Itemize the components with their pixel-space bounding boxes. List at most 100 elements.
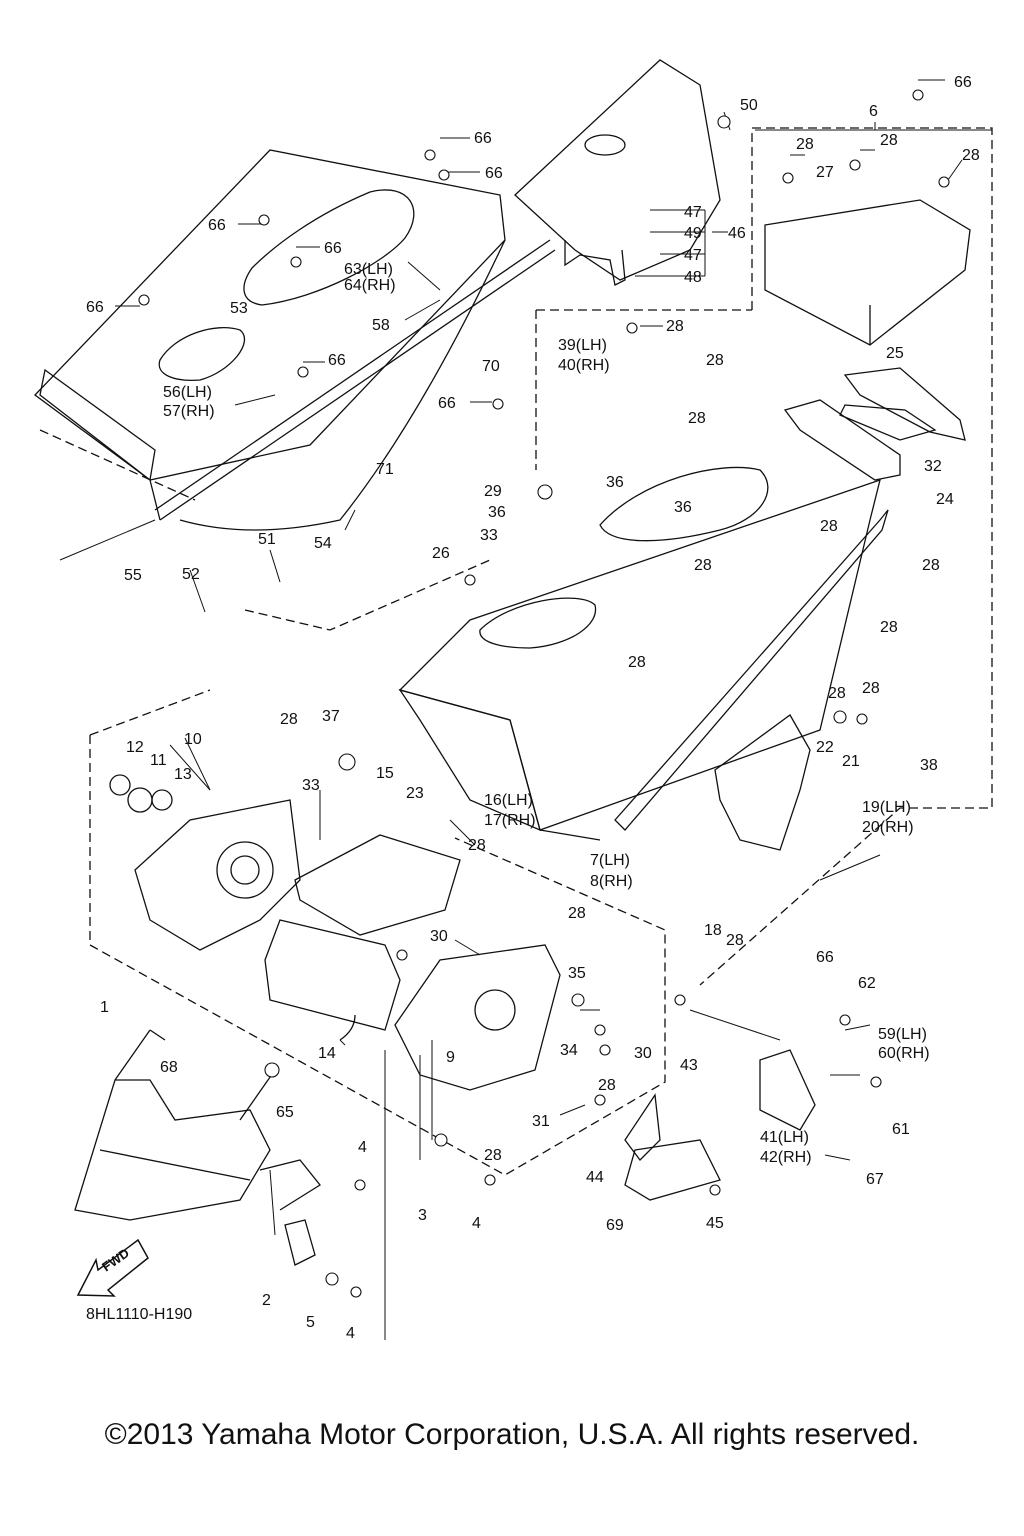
callout-label: 25 <box>886 345 904 362</box>
callout-label: 65 <box>276 1104 294 1121</box>
main-chassis <box>398 466 881 841</box>
callout-label: 10 <box>184 731 202 748</box>
callout-label: 28 <box>880 619 898 636</box>
callout-label: 66 <box>328 352 346 369</box>
callout-label: 63(LH) <box>344 261 393 278</box>
callout-label: 5 <box>306 1314 315 1331</box>
callout-label: 59(LH) <box>878 1026 927 1043</box>
leader-lines <box>59 79 992 1340</box>
callout-label: 48 <box>684 269 702 286</box>
callout-label: 28 <box>280 711 298 728</box>
callout-label: 52 <box>182 566 200 583</box>
callout-label: 45 <box>706 1215 724 1232</box>
side-guard-part <box>759 1049 816 1131</box>
callout-label: 28 <box>484 1147 502 1164</box>
front-side-plate <box>109 774 301 951</box>
callout-label: 30 <box>634 1045 652 1062</box>
callout-label: 33 <box>302 777 320 794</box>
callout-label: 20(RH) <box>862 819 914 836</box>
callout-label: 62 <box>858 975 876 992</box>
group-outlines <box>39 127 993 1176</box>
callout-label: 36 <box>488 504 506 521</box>
callout-label: 22 <box>816 739 834 756</box>
callout-label: 23 <box>406 785 424 802</box>
callout-label: 68 <box>160 1059 178 1076</box>
bulkhead-part <box>294 834 461 936</box>
callout-label: 66 <box>485 165 503 182</box>
callout-label: 4 <box>472 1215 481 1232</box>
callout-label: 31 <box>532 1113 550 1130</box>
callout-label: 66 <box>816 949 834 966</box>
front-frame-part <box>74 1029 321 1221</box>
callout-label: 4 <box>346 1325 355 1342</box>
callout-label: 3 <box>418 1207 427 1224</box>
callout-label: 38 <box>920 757 938 774</box>
callout-label: 4 <box>358 1139 367 1156</box>
tunnel-top-panel <box>34 149 556 531</box>
callout-label: 39(LH) <box>558 337 607 354</box>
callout-label: 28 <box>568 905 586 922</box>
fastener-icons <box>138 89 950 1298</box>
rear-brackets <box>783 367 966 481</box>
callout-label: 69 <box>606 1217 624 1234</box>
callout-label: 27 <box>816 164 834 181</box>
callout-label: 13 <box>174 766 192 783</box>
callout-label: 66 <box>474 130 492 147</box>
callout-label: 1 <box>100 999 109 1016</box>
callout-label: 28 <box>468 837 486 854</box>
callout-label: 66 <box>324 240 342 257</box>
callout-label: 49 <box>684 225 702 242</box>
callout-label: 57(RH) <box>163 403 215 420</box>
callout-label: 6 <box>869 103 878 120</box>
callout-label: 53 <box>230 300 248 317</box>
callout-label: 28 <box>628 654 646 671</box>
callout-label: 26 <box>432 545 450 562</box>
callout-label: 29 <box>484 483 502 500</box>
callout-label: 14 <box>318 1045 336 1062</box>
callout-label: 28 <box>726 932 744 949</box>
callout-label: 36 <box>606 474 624 491</box>
callout-label: 11 <box>150 752 167 769</box>
callout-label: 28 <box>666 318 684 335</box>
callout-label: 24 <box>936 491 954 508</box>
callout-label: 35 <box>568 965 586 982</box>
cross-member-part <box>264 919 401 1041</box>
callout-label: 61 <box>892 1121 910 1138</box>
callout-label: 17(RH) <box>484 812 536 829</box>
callout-label: 28 <box>922 557 940 574</box>
callout-label: 28 <box>694 557 712 574</box>
callout-label: 55 <box>124 567 142 584</box>
callout-label: 51 <box>258 531 276 548</box>
side-rail-part <box>614 509 889 831</box>
callout-label: 28 <box>688 410 706 427</box>
callout-label: 21 <box>842 753 860 770</box>
callout-label: 64(RH) <box>344 277 396 294</box>
callout-label: 50 <box>740 97 758 114</box>
callout-label: 19(LH) <box>862 799 911 816</box>
callout-label: 28 <box>828 685 846 702</box>
callout-label: 46 <box>728 225 746 242</box>
front-plate-part <box>394 944 561 1091</box>
callout-label: 42(RH) <box>760 1149 812 1166</box>
callout-label: 16(LH) <box>484 792 533 809</box>
callout-label: 18 <box>704 922 722 939</box>
callout-label: 12 <box>126 739 144 756</box>
callout-label: 28 <box>706 352 724 369</box>
callout-label: 43 <box>680 1057 698 1074</box>
callout-label: 37 <box>322 708 340 725</box>
callout-label: 56(LH) <box>163 384 212 401</box>
callout-label: 71 <box>376 461 394 478</box>
callout-label: 41(LH) <box>760 1129 809 1146</box>
callout-label: 66 <box>86 299 104 316</box>
callout-label: 32 <box>924 458 942 475</box>
guard-69-part <box>624 1139 721 1201</box>
callout-label: 44 <box>586 1169 604 1186</box>
callout-label: 66 <box>438 395 456 412</box>
callout-label: 36 <box>674 499 692 516</box>
callout-label: 28 <box>862 680 880 697</box>
callout-label: 34 <box>560 1042 578 1059</box>
callout-label: 28 <box>962 147 980 164</box>
callout-label: 58 <box>372 317 390 334</box>
